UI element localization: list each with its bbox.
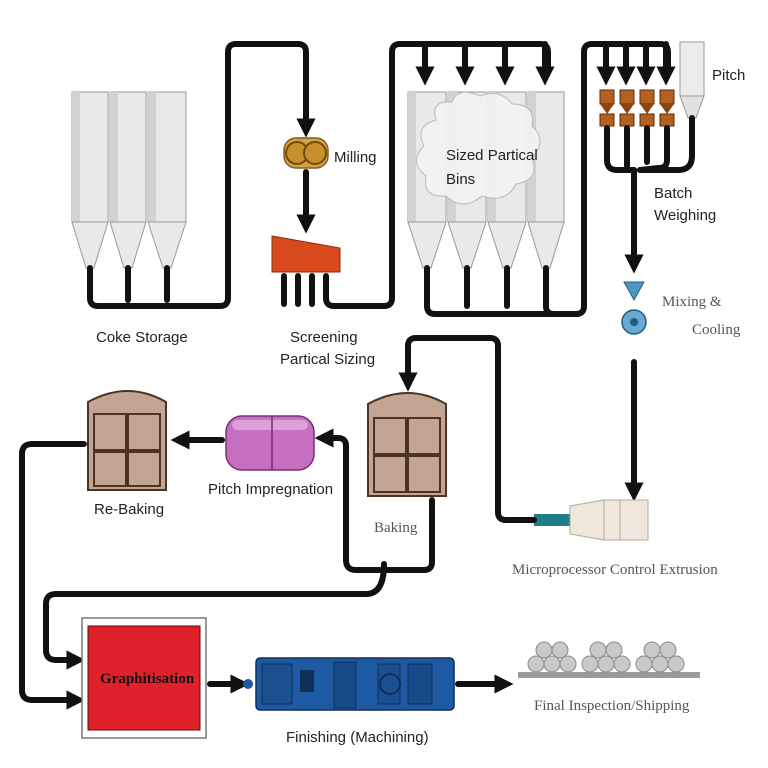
screening-deck bbox=[271, 235, 341, 273]
pitch-feed-pipe bbox=[637, 115, 695, 173]
machining-center bbox=[243, 657, 455, 711]
sized-bins-label-line1: Sized Partical bbox=[446, 147, 538, 164]
impregnation-vessel bbox=[225, 415, 315, 471]
coke-storage-silos bbox=[71, 91, 187, 269]
baking-furnace bbox=[367, 392, 447, 497]
bins-cloud-overlay bbox=[416, 91, 541, 205]
coke-outlet-pipe bbox=[87, 265, 223, 309]
weigh-hopper bbox=[639, 89, 655, 127]
coke-to-milling-pipe bbox=[217, 41, 316, 309]
batch-label-line2: Weighing bbox=[654, 207, 716, 224]
baking-to-graphitisation-pipe bbox=[43, 561, 387, 670]
sized-bins-label-line2: Bins bbox=[446, 171, 475, 188]
weigh-hopper bbox=[659, 89, 675, 127]
screening-label-line2: Partical Sizing bbox=[280, 351, 375, 368]
milling-label: Milling bbox=[334, 149, 377, 166]
pitch-tank bbox=[679, 41, 705, 119]
finished-electrodes-stack bbox=[518, 641, 700, 678]
batch-weigh-hoppers bbox=[599, 89, 675, 127]
final-inspection-label: Final Inspection/Shipping bbox=[534, 698, 690, 714]
graphitisation-furnace bbox=[81, 617, 207, 739]
batch-collector-pipe bbox=[604, 125, 637, 173]
bin-outlet-pipe bbox=[424, 265, 581, 317]
rebaking-to-graphitisation-pipe bbox=[19, 441, 87, 710]
graphitisation-label: Graphitisation bbox=[100, 671, 195, 687]
pitch-impregnation-label: Pitch Impregnation bbox=[208, 481, 333, 498]
mixing-label-line1: Mixing & bbox=[662, 294, 722, 310]
coke-silo bbox=[109, 91, 147, 269]
finishing-label: Finishing (Machining) bbox=[286, 729, 429, 746]
weigh-hopper bbox=[599, 89, 615, 127]
milling-rollers bbox=[283, 137, 329, 169]
extrusion-label: Microprocessor Control Extrusion bbox=[512, 562, 718, 578]
extruder bbox=[534, 499, 649, 541]
mixer bbox=[621, 281, 647, 335]
baking-to-impregnation-pipe bbox=[314, 428, 435, 573]
baking-label: Baking bbox=[374, 520, 418, 536]
batch-label-line1: Batch bbox=[654, 185, 692, 202]
screening-label-line1: Screening bbox=[290, 329, 358, 346]
coke-silo bbox=[147, 91, 187, 269]
coke-silo bbox=[71, 91, 109, 269]
sized-bin bbox=[527, 91, 565, 269]
rebaking-furnace bbox=[87, 390, 167, 491]
re-baking-label: Re-Baking bbox=[94, 501, 164, 518]
pitch-label: Pitch bbox=[712, 67, 745, 84]
weigh-hopper bbox=[619, 89, 635, 127]
coke-storage-label: Coke Storage bbox=[96, 329, 188, 346]
extruder-to-baking-pipe bbox=[398, 335, 537, 523]
mixing-label-line2: Cooling bbox=[692, 322, 741, 338]
sized-particle-bins bbox=[407, 91, 565, 269]
